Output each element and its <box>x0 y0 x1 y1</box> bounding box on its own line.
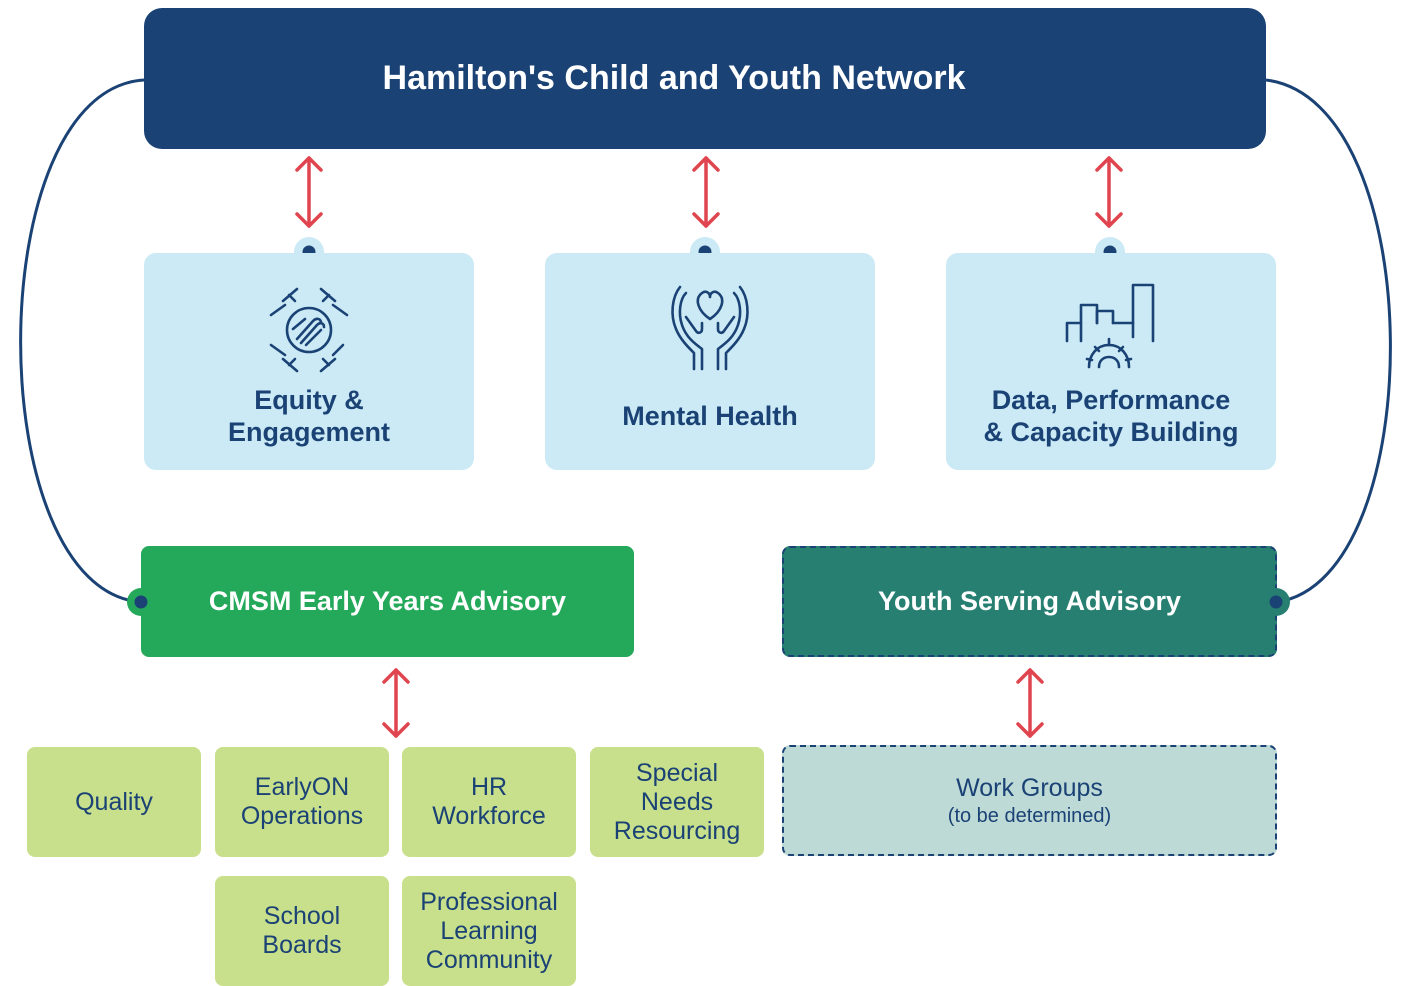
youth-work-groups: Work Groups (to be determined) <box>782 745 1277 856</box>
left-loop-dot <box>127 588 155 616</box>
right-loop-dot <box>1262 588 1290 616</box>
left-network-loop <box>19 78 145 604</box>
work-groups-title: Work Groups <box>956 773 1103 802</box>
cmsm-early-years-advisory: CMSM Early Years Advisory <box>141 546 634 657</box>
heart-hands-icon <box>671 285 749 371</box>
group-school-boards: School Boards <box>215 876 389 986</box>
group-quality: Quality <box>27 747 201 857</box>
arrow-header-data <box>1095 156 1123 228</box>
group-professional-learning-community: Professional Learning Community <box>402 876 576 986</box>
pillar-mental-health: Mental Health <box>545 253 875 470</box>
pillar-data-label: Data, Performance & Capacity Building <box>983 385 1239 447</box>
pillar-data-performance: Data, Performance & Capacity Building <box>946 253 1276 470</box>
right-network-loop <box>1265 78 1392 604</box>
arrow-header-mental-health <box>692 156 720 228</box>
handshake-icon <box>269 287 349 373</box>
pillar-mental-health-label: Mental Health <box>622 401 798 431</box>
arrow-header-equity <box>295 156 323 228</box>
arrow-cmsm-groups <box>382 668 410 738</box>
network-title: Hamilton's Child and Youth Network <box>382 59 966 97</box>
youth-serving-advisory: Youth Serving Advisory <box>782 546 1277 657</box>
group-special-needs-resourcing: Special Needs Resourcing <box>590 747 764 857</box>
pillar-equity-label: Equity & Engagement <box>227 385 391 447</box>
group-earlyon-operations: EarlyON Operations <box>215 747 389 857</box>
chart-gear-icon <box>1065 283 1155 369</box>
arrow-youth-workgroups <box>1016 668 1044 738</box>
work-groups-subtitle: (to be determined) <box>947 804 1112 827</box>
group-hr-workforce: HR Workforce <box>402 747 576 857</box>
pillar-equity-engagement: Equity & Engagement <box>144 253 474 470</box>
network-header: Hamilton's Child and Youth Network <box>144 8 1266 149</box>
